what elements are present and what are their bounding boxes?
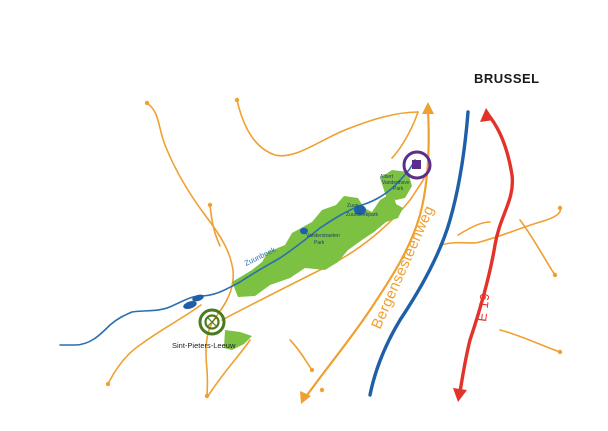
town-marker-cross — [206, 316, 218, 328]
pond-west-1 — [183, 301, 197, 309]
park-town — [224, 330, 252, 350]
road-end-dot — [144, 100, 150, 106]
destination-marker-ring — [402, 150, 432, 180]
ponds — [183, 205, 366, 309]
road-end-dot — [557, 349, 563, 355]
local-roads — [107, 99, 562, 397]
pond-middle — [354, 205, 366, 215]
park-label-vander-1: Vanderstraeten — [306, 233, 340, 239]
road-branch-lower-left — [107, 304, 202, 385]
road-upper-arc — [236, 99, 419, 157]
park-label-middle-2: Zuunbeekpark — [346, 212, 378, 218]
park-label-albert-3: Park — [393, 186, 404, 192]
road-end-dot — [557, 205, 563, 211]
stream — [59, 159, 416, 346]
highway-label: E 19 — [474, 292, 492, 322]
road-end-dot — [207, 202, 213, 208]
road-spur-left — [209, 204, 221, 247]
road-diagonal-main — [221, 169, 429, 321]
bergensesteenweg-line — [303, 108, 430, 400]
park-label-vander-2: Park — [314, 240, 325, 246]
town-marker[interactable] — [198, 308, 226, 336]
town-label: Sint-Pieters-Leeuw — [172, 341, 236, 350]
park-central — [232, 192, 403, 297]
road-albert-loop — [391, 111, 419, 159]
pond-vander — [300, 227, 308, 235]
bergensesteenweg-arrow-north — [422, 102, 434, 114]
e19-highway — [453, 108, 515, 402]
park-label-middle-1: Zuun — [347, 203, 359, 209]
town-marker-inner-ring — [204, 314, 220, 330]
road-lower-middle — [289, 339, 313, 371]
road-left-ring — [146, 102, 235, 397]
road-end-dot — [552, 272, 558, 278]
road-east-branch-2 — [457, 221, 491, 236]
road-lower-right — [499, 329, 561, 353]
town-marker-outer-ring — [198, 308, 226, 336]
road-end-dot — [105, 381, 111, 387]
road-end-dots — [105, 97, 563, 399]
road-end-dot — [234, 97, 240, 103]
railway-line — [368, 110, 470, 397]
road-end-dot — [204, 393, 210, 399]
zuunbeek-stream — [59, 159, 416, 346]
road-east-branch — [439, 207, 562, 246]
destination-marker[interactable] — [402, 150, 432, 180]
pond-west-2 — [192, 294, 204, 302]
city-label: BRUSSEL — [474, 71, 540, 86]
road-far-east — [519, 219, 556, 276]
bergensesteenweg-arrow-south — [300, 391, 311, 404]
e19-arrow-north — [480, 108, 494, 122]
road-bottom-connector — [207, 339, 251, 397]
park-label-albert-2: Vandenhove — [382, 180, 410, 186]
road-end-dot — [309, 367, 315, 373]
bergensesteenweg-road — [300, 102, 434, 404]
destination-marker-square — [412, 160, 421, 169]
park-label-albert-1: Albert — [380, 174, 394, 180]
e19-arrow-south — [453, 388, 467, 402]
e19-line — [458, 115, 515, 394]
road-end-dot — [319, 387, 325, 393]
